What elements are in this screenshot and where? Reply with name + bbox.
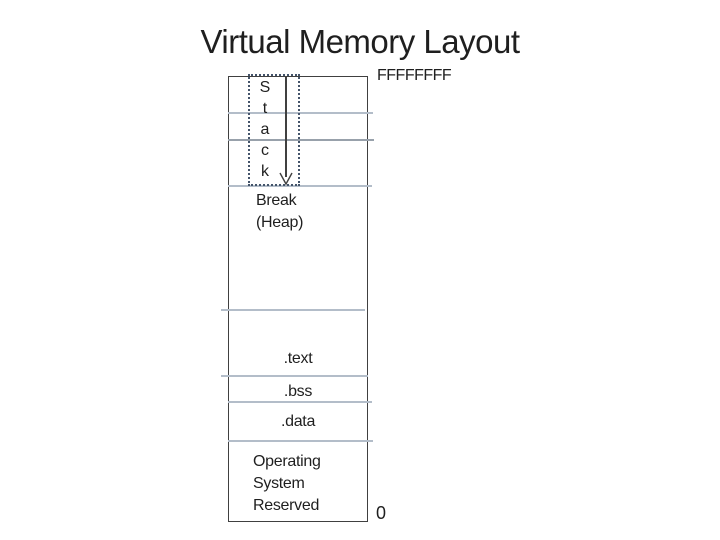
data-section-label: .data [280,413,316,430]
text-section-label: .text [283,350,313,367]
stack-letter: t [262,100,268,117]
heap-label: Break (Heap) [256,190,303,234]
divider-line [221,309,365,311]
divider-line [228,440,373,442]
stack-letter: a [260,121,270,138]
stack-letter: c [261,142,269,159]
divider-line [228,185,372,187]
top-address-label: FFFFFFFF [377,67,452,84]
divider-line [228,112,373,114]
heap-label-line: (Heap) [256,214,304,231]
stack-growth-arrow [285,77,287,177]
divider-line [228,401,372,403]
os-reserved-label-line: Reserved [253,497,320,514]
os-reserved-label: Operating System Reserved [253,451,321,517]
os-reserved-label-line: System [253,475,305,492]
slide-title: Virtual Memory Layout [200,23,520,60]
arrow-down-icon [279,172,293,186]
bss-section-label: .bss [283,383,313,400]
stack-letter: S [259,79,271,96]
divider-line [221,375,368,377]
os-reserved-label-line: Operating [253,453,321,470]
divider-line [228,139,374,141]
stack-letter: k [261,163,269,180]
stack-label: S t a c k [256,77,274,182]
stack-region-outline [248,74,300,186]
heap-label-line: Break [256,192,297,209]
bottom-address-label: 0 [376,503,386,523]
